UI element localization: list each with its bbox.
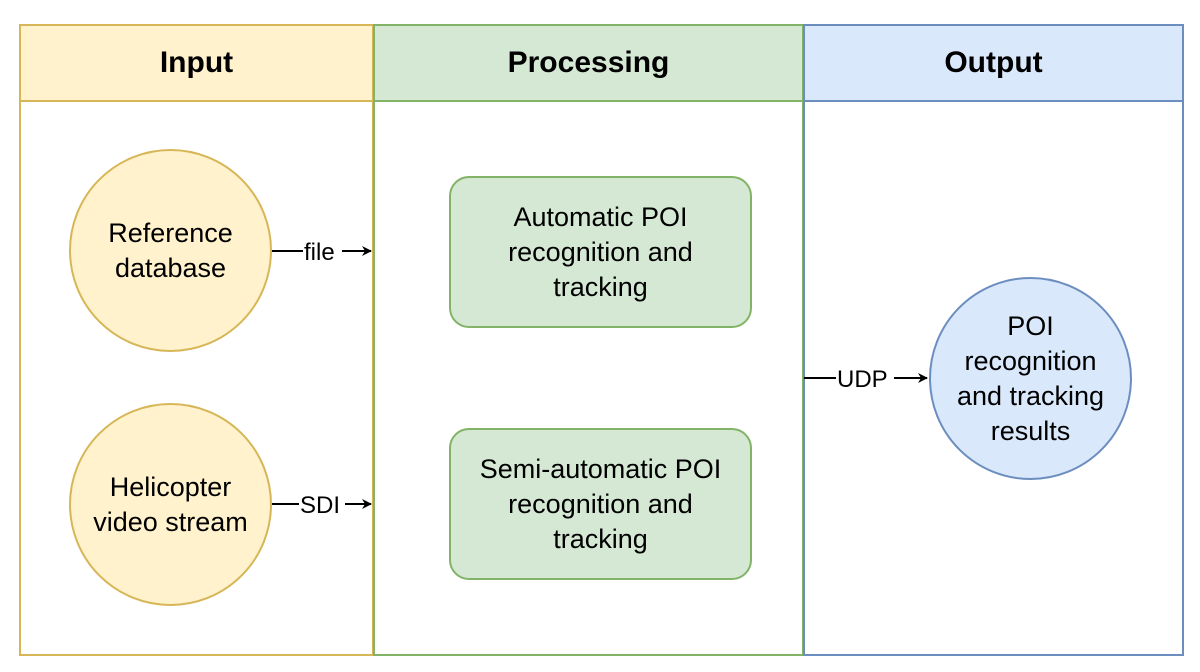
helicopter-video-stream-node: Helicopter video stream [69,403,272,606]
reference-database-node: Reference database [69,149,272,352]
poi-results-node: POI recognition and tracking results [929,277,1132,480]
lane-output-header: Output [805,26,1182,102]
automatic-poi-node: Automatic POI recognition and tracking [449,176,752,328]
lane-processing-header: Processing [375,26,802,102]
reference-database-label: Reference database [108,217,233,283]
semi-automatic-poi-node: Semi-automatic POI recognition and track… [449,428,752,580]
lane-input-header: Input [21,26,372,102]
automatic-poi-label: Automatic POI recognition and tracking [508,201,693,302]
semi-automatic-poi-label: Semi-automatic POI recognition and track… [479,453,722,554]
poi-results-label: POI recognition and tracking results [956,310,1105,446]
helicopter-video-stream-label: Helicopter video stream [93,471,248,537]
